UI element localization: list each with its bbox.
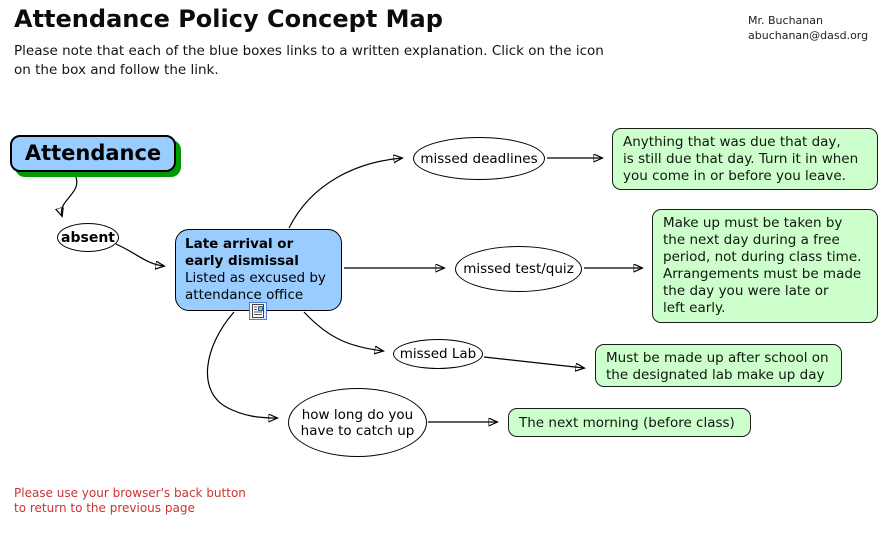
missed-testquiz-ellipse: missed test/quiz [455,246,582,292]
document-link-icon[interactable] [249,302,267,320]
arrow-lab-result [483,356,584,368]
author-block: Mr. Buchanan abuchanan@dasd.org [748,13,868,43]
howlong-ellipse: how long do you have to catch up [288,388,427,457]
missed-lab-ellipse: missed Lab [393,339,483,369]
attendance-root-box[interactable]: Attendance [10,135,176,172]
lab-result-box: Must be made up after school on the desi… [595,344,842,387]
page-title: Attendance Policy Concept Map [14,5,443,33]
testquiz-result-box: Make up must be taken by the next day du… [652,209,878,323]
arrow-attendance-absent [61,174,78,216]
back-button-note: Please use your browser's back button to… [14,486,246,515]
arrow-absent-latebox [115,243,164,266]
arrow-latebox-howlong [206,311,277,418]
author-email: abuchanan@dasd.org [748,29,869,42]
deadlines-result-box: Anything that was due that day, is still… [612,128,878,190]
howlong-result-box: The next morning (before class) [508,408,751,437]
late-arrival-box[interactable]: Late arrival or early dismissal Listed a… [175,229,342,311]
instruction-note: Please note that each of the blue boxes … [14,43,604,78]
arrow-latebox-lab [303,311,383,351]
late-arrival-title: Late arrival or early dismissal [185,236,299,269]
missed-deadlines-ellipse: missed deadlines [413,137,545,180]
late-arrival-subtitle: Listed as excused by attendance office [185,270,326,303]
absent-ellipse: absent [57,223,119,252]
arrow-latebox-deadlines [288,158,402,229]
author-name: Mr. Buchanan [748,14,823,27]
